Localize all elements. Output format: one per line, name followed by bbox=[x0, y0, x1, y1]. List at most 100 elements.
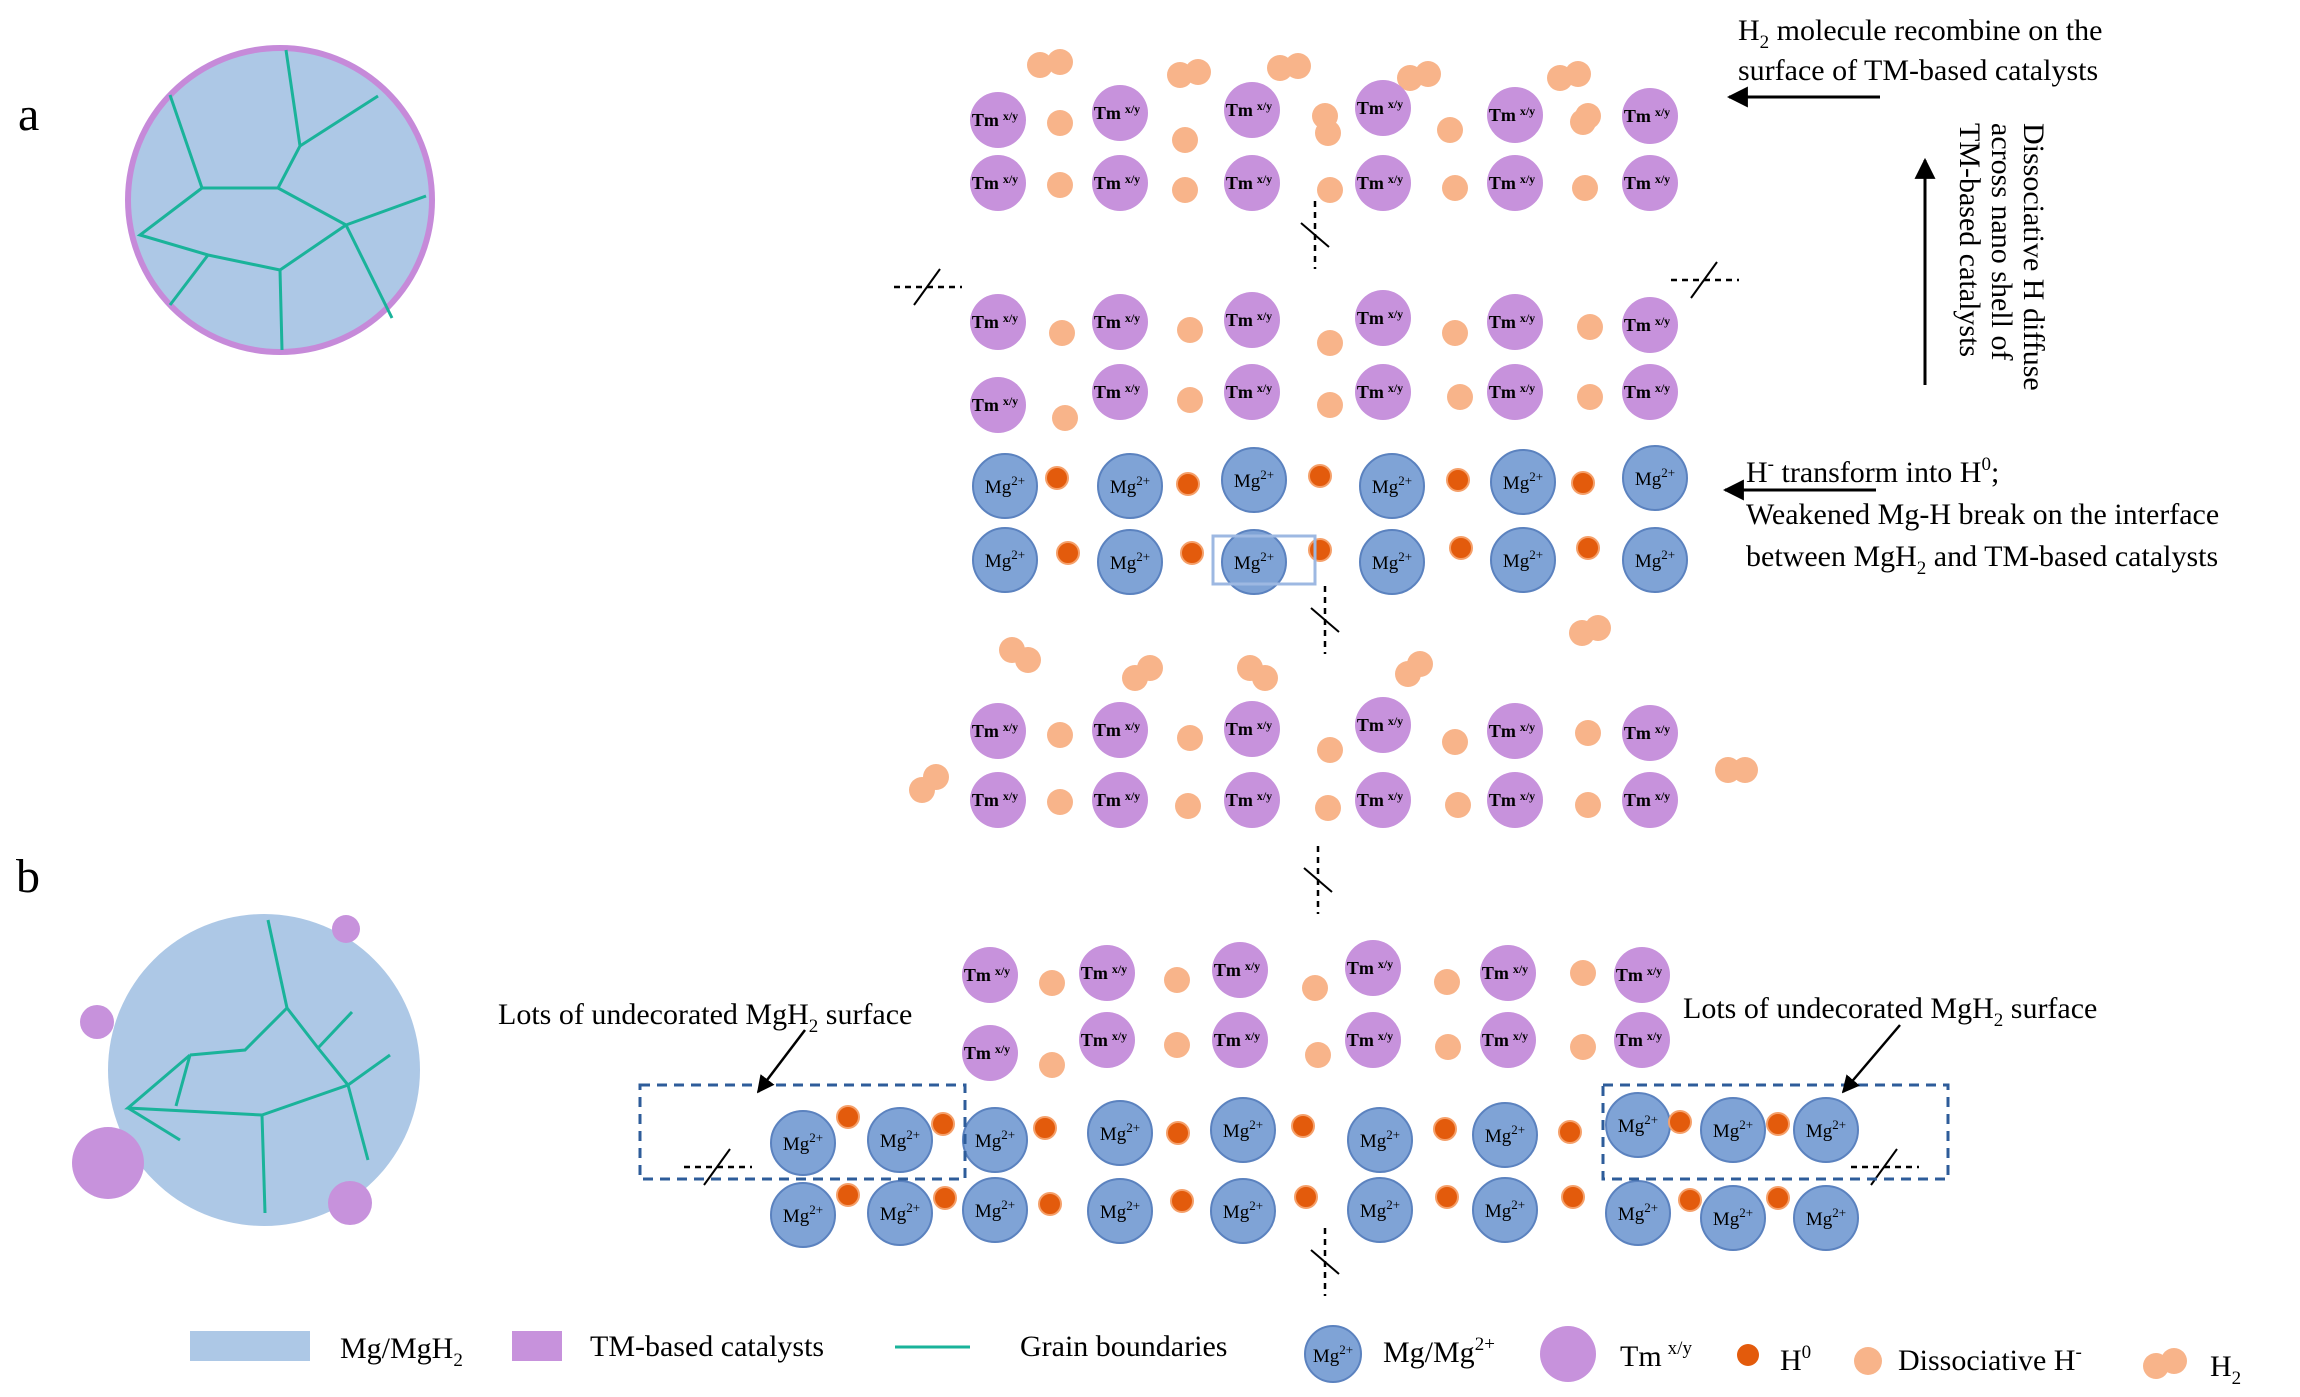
h2-molecule bbox=[1285, 53, 1311, 79]
transform-sup-2: 0 bbox=[1981, 454, 1991, 475]
mg-ion-label: Mg2+ bbox=[1806, 1117, 1846, 1142]
tm-atom bbox=[1079, 1012, 1135, 1068]
dissociative-h bbox=[1437, 117, 1463, 143]
catalyst-particle bbox=[80, 1005, 114, 1039]
dissociative-h bbox=[1575, 792, 1601, 818]
annotation-transform: H- transform into H0; Weakened Mg-H brea… bbox=[1722, 454, 2219, 579]
h0-atom bbox=[836, 1183, 860, 1207]
mg-ion-label: Mg2+ bbox=[1372, 549, 1412, 574]
mg-ion bbox=[1472, 1102, 1538, 1168]
tm-atom bbox=[962, 947, 1018, 1003]
tm-atom bbox=[1224, 82, 1280, 138]
dissociative-h bbox=[1442, 175, 1468, 201]
mg-ion-label: Mg2+ bbox=[1618, 1112, 1658, 1137]
mg-ion-label: Mg2+ bbox=[1234, 549, 1274, 574]
dissociative-h bbox=[1442, 320, 1468, 346]
tm-atom bbox=[1614, 1012, 1670, 1068]
h2-molecule bbox=[923, 764, 949, 790]
legend-mg-ion-icon-text: Mg bbox=[1313, 1346, 1340, 1367]
transform-line-2: Weakened Mg-H break on the interface bbox=[1746, 498, 2219, 531]
tm-atom bbox=[1622, 88, 1678, 144]
annotation-undecorated-right: Lots of undecorated MgH2 surface bbox=[1683, 992, 2097, 1094]
break-mark bbox=[913, 268, 941, 306]
h0-atom bbox=[1668, 1110, 1692, 1134]
dissociative-h bbox=[1172, 177, 1198, 203]
tm-atom bbox=[1480, 1012, 1536, 1068]
undecorated-right-sub: 2 bbox=[1994, 1010, 2004, 1031]
tm-atom bbox=[1355, 80, 1411, 136]
h0-atom bbox=[1678, 1188, 1702, 1212]
h2-molecule bbox=[1185, 59, 1211, 85]
legend-mg-ion-sup: 2+ bbox=[1475, 1334, 1495, 1355]
mg-ion bbox=[1622, 445, 1688, 511]
mg-ion-label: Mg2+ bbox=[1100, 1120, 1140, 1145]
h2-molecule bbox=[1407, 651, 1433, 677]
mg-ion-label: Mg2+ bbox=[1806, 1205, 1846, 1230]
mg-ion bbox=[770, 1110, 836, 1176]
mg-ion-label: Mg2+ bbox=[1713, 1117, 1753, 1142]
mg-ion bbox=[1490, 449, 1556, 515]
tm-atom bbox=[1092, 155, 1148, 211]
h2-molecule bbox=[1015, 647, 1041, 673]
grain-with-shell bbox=[125, 45, 435, 355]
dissociative-h bbox=[1570, 960, 1596, 986]
h0-atom bbox=[1558, 1120, 1582, 1144]
legend-mg-ion-icon-sup: 2+ bbox=[1339, 1342, 1353, 1357]
mg-ion-label: Mg2+ bbox=[783, 1202, 823, 1227]
tm-atom bbox=[1487, 703, 1543, 759]
legend-tm-catalysts: TM-based catalysts bbox=[590, 1330, 824, 1363]
tm-atom bbox=[1487, 87, 1543, 143]
h0-atom bbox=[1766, 1186, 1790, 1210]
h2-molecule bbox=[1252, 665, 1278, 691]
mg-ion bbox=[1359, 453, 1425, 519]
svg-text:H- transform into H0;: H- transform into H0; bbox=[1746, 454, 1999, 489]
catalyst-particle bbox=[72, 1127, 144, 1199]
mg-ion-label: Mg2+ bbox=[1635, 465, 1675, 490]
mg-ion bbox=[1221, 529, 1287, 595]
tm-atom bbox=[1622, 297, 1678, 353]
mg-ion-label: Mg2+ bbox=[975, 1197, 1015, 1222]
mg-ion-label: Mg2+ bbox=[1360, 1197, 1400, 1222]
legend-dissociative-icon bbox=[1854, 1347, 1882, 1375]
dissociative-h bbox=[1305, 1042, 1331, 1068]
mg-ion bbox=[1793, 1185, 1859, 1251]
dissociative-h bbox=[1445, 792, 1471, 818]
catalyst-particle bbox=[328, 1181, 372, 1225]
mg-ion-label: Mg2+ bbox=[1503, 547, 1543, 572]
mg-ion bbox=[1347, 1177, 1413, 1243]
catalyst-particle bbox=[332, 915, 360, 943]
dissociative-h bbox=[1315, 120, 1341, 146]
undecorated-right-b: surface bbox=[2003, 992, 2097, 1025]
mg-ion bbox=[1622, 527, 1688, 593]
undecorated-left-a: Lots of undecorated MgH bbox=[498, 998, 809, 1031]
svg-text:Mg/Mg2+: Mg/Mg2+ bbox=[1383, 1334, 1495, 1369]
tm-atom bbox=[962, 1025, 1018, 1081]
legend-h0: H bbox=[1780, 1344, 1802, 1377]
panel-label-b: b bbox=[16, 850, 40, 903]
mg-ion-label: Mg2+ bbox=[1618, 1200, 1658, 1225]
mg-ion bbox=[867, 1180, 933, 1246]
dissociative-h bbox=[1575, 720, 1601, 746]
mg-ion-label: Mg2+ bbox=[1110, 473, 1150, 498]
tm-atom bbox=[970, 703, 1026, 759]
tm-atom bbox=[1487, 772, 1543, 828]
dissociative-h bbox=[1047, 722, 1073, 748]
tm-atom bbox=[970, 377, 1026, 433]
h0-atom bbox=[931, 1112, 955, 1136]
tm-atom bbox=[1614, 947, 1670, 1003]
tm-atom bbox=[1622, 364, 1678, 420]
tm-atom bbox=[1487, 364, 1543, 420]
mg-ion bbox=[867, 1107, 933, 1173]
tm-atom bbox=[1355, 290, 1411, 346]
diffuse-line-1: Dissociative H diffuse bbox=[2017, 123, 2050, 391]
